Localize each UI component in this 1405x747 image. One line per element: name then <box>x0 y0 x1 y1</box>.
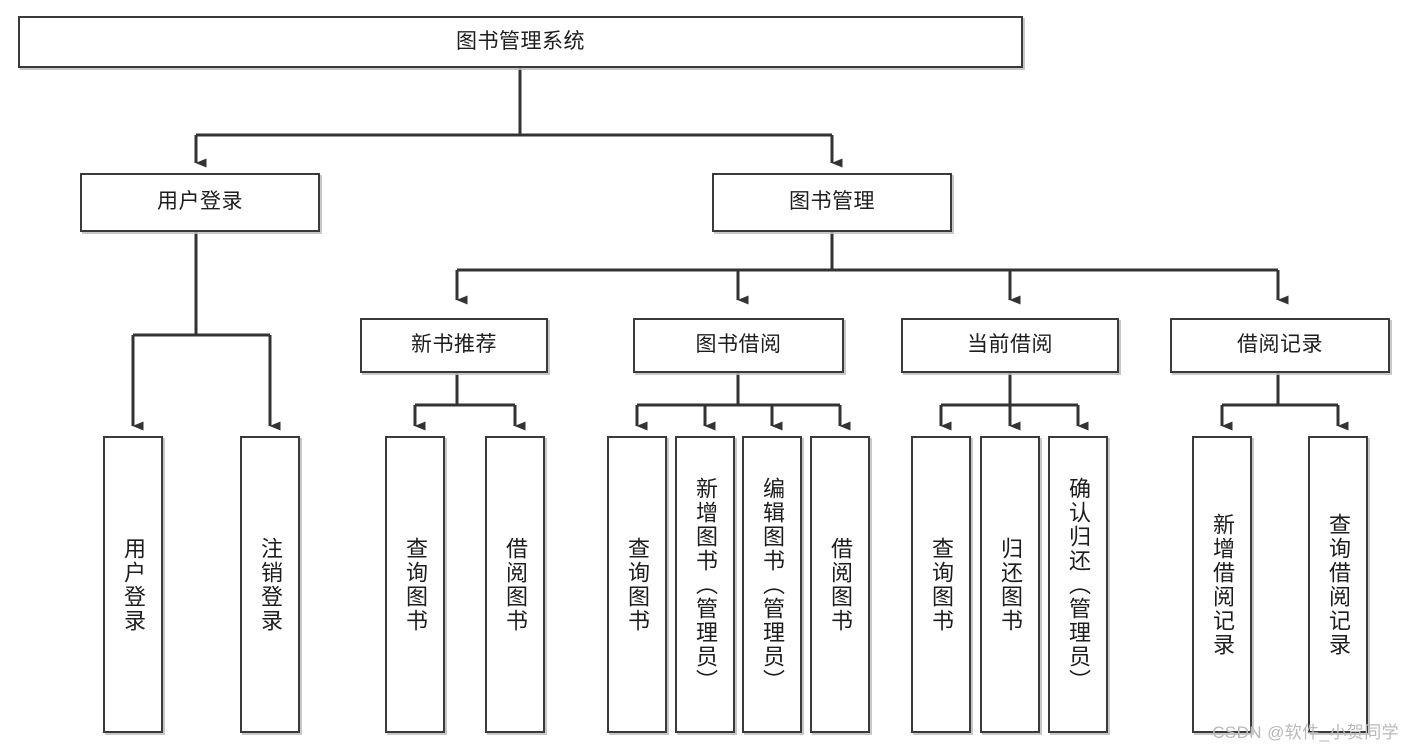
leaf-label: 编辑图书（管理员） <box>760 476 785 693</box>
leaf-book-borrow-add-book-admin[interactable]: 新增图书（管理员） <box>675 436 735 733</box>
leaf-label: 用户登录 <box>121 536 146 633</box>
node-book-management[interactable]: 图书管理 <box>712 173 952 232</box>
leaf-user-login-login[interactable]: 用户登录 <box>103 436 163 733</box>
node-borrow-record[interactable]: 借阅记录 <box>1170 318 1390 373</box>
node-user-login[interactable]: 用户登录 <box>80 173 320 232</box>
node-borrow-record-label: 借阅记录 <box>1237 333 1323 357</box>
leaf-current-borrow-confirm-return-admin[interactable]: 确认归还（管理员） <box>1048 436 1108 733</box>
node-new-book-recommend[interactable]: 新书推荐 <box>360 318 548 373</box>
node-root-book-management-system[interactable]: 图书管理系统 <box>18 16 1023 68</box>
leaf-current-borrow-return-book[interactable]: 归还图书 <box>980 436 1040 733</box>
node-root-label: 图书管理系统 <box>456 29 585 53</box>
leaf-book-borrow-borrow-book[interactable]: 借阅图书 <box>810 436 870 733</box>
node-new-book-recommend-label: 新书推荐 <box>411 333 497 357</box>
node-current-borrow-label: 当前借阅 <box>967 333 1053 357</box>
leaf-new-book-borrow-book[interactable]: 借阅图书 <box>485 436 545 733</box>
leaf-user-login-logout[interactable]: 注销登录 <box>240 436 300 733</box>
leaf-label: 查询图书 <box>625 536 650 633</box>
leaf-label: 新增借阅记录 <box>1210 512 1235 657</box>
leaf-label: 注销登录 <box>258 536 283 633</box>
leaf-label: 查询图书 <box>929 536 954 633</box>
leaf-label: 查询借阅记录 <box>1326 512 1351 657</box>
node-book-borrow[interactable]: 图书借阅 <box>633 318 844 373</box>
node-book-management-label: 图书管理 <box>789 190 875 214</box>
leaf-label: 借阅图书 <box>503 536 528 633</box>
leaf-borrow-record-add-record[interactable]: 新增借阅记录 <box>1192 436 1252 733</box>
leaf-book-borrow-edit-book-admin[interactable]: 编辑图书（管理员） <box>742 436 802 733</box>
leaf-label: 新增图书（管理员） <box>693 476 718 693</box>
leaf-new-book-query-book[interactable]: 查询图书 <box>385 436 445 733</box>
leaf-label: 查询图书 <box>403 536 428 633</box>
node-book-borrow-label: 图书借阅 <box>695 333 782 357</box>
node-current-borrow[interactable]: 当前借阅 <box>901 318 1119 373</box>
leaf-current-borrow-query-book[interactable]: 查询图书 <box>911 436 971 733</box>
leaf-label: 确认归还（管理员） <box>1066 476 1091 693</box>
node-user-login-label: 用户登录 <box>157 190 243 214</box>
leaf-label: 借阅图书 <box>828 536 853 633</box>
leaf-label: 归还图书 <box>998 536 1023 633</box>
leaf-borrow-record-query-record[interactable]: 查询借阅记录 <box>1308 436 1368 733</box>
leaf-book-borrow-query-book[interactable]: 查询图书 <box>607 436 667 733</box>
